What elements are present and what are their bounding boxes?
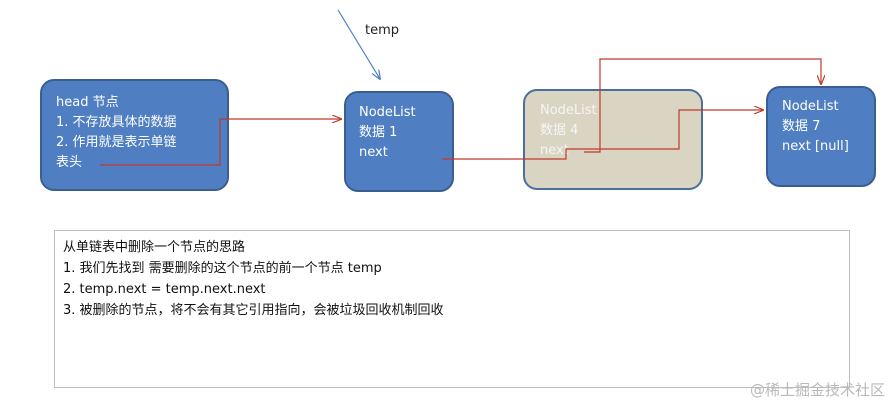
notes-title: 从单链表中删除一个节点的思路 xyxy=(63,240,246,255)
head-node-line-1: head 节点 xyxy=(56,95,119,110)
head-node-line-4: 表头 xyxy=(56,155,83,170)
node-7-type: NodeList xyxy=(782,99,839,114)
node-7-data: 数据 7 xyxy=(782,119,821,134)
node-1-data: 数据 1 xyxy=(359,125,398,140)
node-data-4-deleted: NodeList 数据 4 next xyxy=(523,89,703,190)
node-7-next: next [null] xyxy=(782,139,849,154)
head-node-line-2: 1. 不存放具体的数据 xyxy=(56,115,177,130)
notes-step-1: 1. 我们先找到 需要删除的这个节点的前一个节点 temp xyxy=(63,261,382,276)
node-1-type: NodeList xyxy=(359,105,416,120)
node-data-7: NodeList 数据 7 next [null] xyxy=(766,86,876,187)
deletion-notes-box: 从单链表中删除一个节点的思路 1. 我们先找到 需要删除的这个节点的前一个节点 … xyxy=(54,230,850,388)
node-data-1: NodeList 数据 1 next xyxy=(344,91,454,192)
node-1-next: next xyxy=(359,145,388,160)
node-4-type: NodeList xyxy=(540,103,597,118)
head-node-line-3: 2. 作用就是表示单链 xyxy=(56,135,177,150)
node-4-data: 数据 4 xyxy=(540,123,579,138)
temp-label: temp xyxy=(365,23,400,38)
node-4-next: next xyxy=(540,143,569,158)
watermark: @稀土掘金技术社区 xyxy=(749,381,885,399)
head-node: head 节点 1. 不存放具体的数据 2. 作用就是表示单链 表头 xyxy=(40,79,229,191)
notes-step-3: 3. 被删除的节点，将不会有其它引用指向，会被垃圾回收机制回收 xyxy=(63,303,444,318)
temp-pointer-arrow xyxy=(337,9,380,79)
notes-step-2: 2. temp.next = temp.next.next xyxy=(63,282,266,297)
